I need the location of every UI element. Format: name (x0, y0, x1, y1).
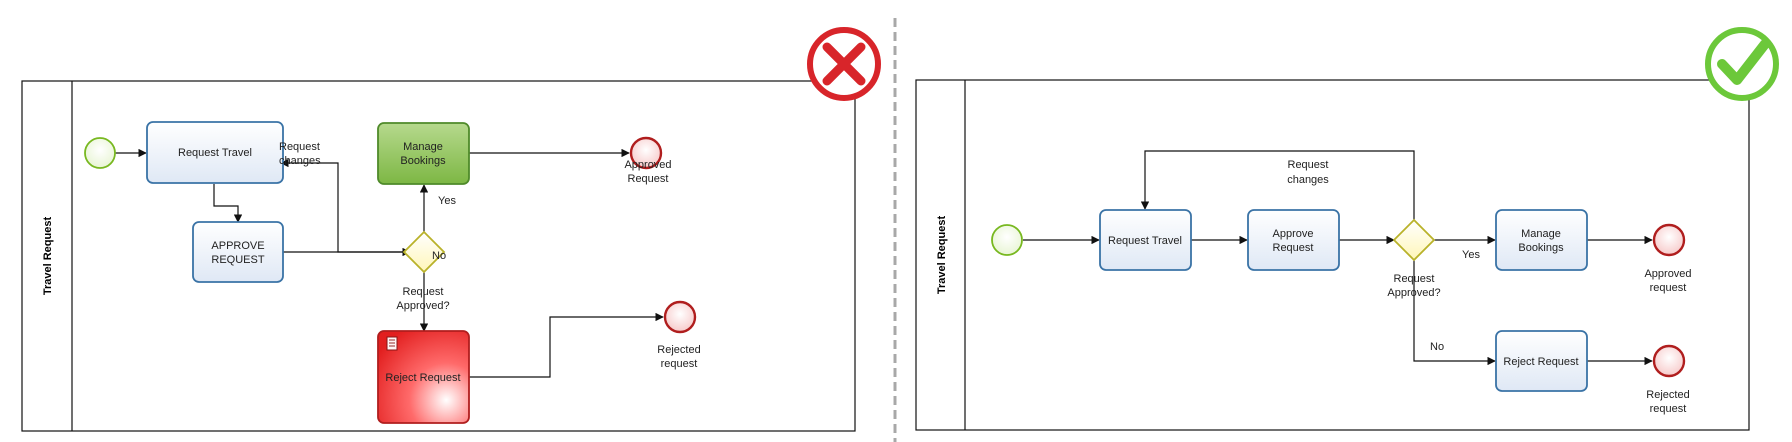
right-label-request-changes-2: changes (1287, 174, 1329, 186)
right-label-gateway-1: Request (1394, 273, 1435, 285)
left-label-request-changes-1: Request (279, 141, 320, 153)
right-label-approved-2: request (1650, 282, 1687, 294)
left-label-yes: Yes (438, 195, 456, 207)
right-end-rejected[interactable] (1652, 344, 1686, 378)
right-lane-label: Travel Request (936, 216, 948, 295)
left-label-no: No (432, 250, 446, 262)
right-label-rejected-1: Rejected (1646, 389, 1689, 401)
left-task-reject-request[interactable] (377, 330, 470, 424)
right-start-event[interactable] (991, 224, 1023, 256)
right-task-manage-label-2: Bookings (1518, 242, 1564, 254)
left-label-gateway-2: Approved? (396, 300, 449, 312)
right-label-request-changes-1: Request (1288, 159, 1329, 171)
right-end-approved[interactable] (1652, 223, 1686, 257)
right-label-gateway-2: Approved? (1387, 287, 1440, 299)
right-task-approve-label-2: Request (1273, 242, 1314, 254)
left-lane-label: Travel Request (42, 217, 54, 296)
left-task-request-travel[interactable] (146, 121, 284, 184)
right-task-manage-bookings[interactable] (1495, 209, 1588, 271)
right-diagram: Travel Request Request Travel Approve Re… (915, 27, 1779, 431)
left-task-manage-label-1: Manage (403, 141, 443, 153)
right-label-no: No (1430, 341, 1444, 353)
left-label-rejected-2: request (661, 358, 698, 370)
left-task-reject-label: Reject Request (385, 372, 460, 384)
left-task-manage-bookings[interactable] (377, 122, 470, 185)
left-task-approve-label-2: REQUEST (211, 254, 264, 266)
left-gateway[interactable] (402, 230, 446, 274)
left-label-request-changes-2: changes (279, 155, 321, 167)
right-label-rejected-2: request (1650, 403, 1687, 415)
right-task-manage-label-1: Manage (1521, 228, 1561, 240)
left-task-approve-label-1: APPROVE (211, 240, 264, 252)
right-task-request-travel[interactable] (1099, 209, 1192, 271)
right-gateway[interactable] (1392, 218, 1436, 262)
right-task-request-travel-label: Request Travel (1108, 235, 1182, 247)
right-task-reject-label: Reject Request (1503, 356, 1578, 368)
right-task-approve-request[interactable] (1247, 209, 1340, 271)
right-task-approve-label-1: Approve (1273, 228, 1314, 240)
script-task-icon (386, 336, 398, 351)
left-diagram: Travel Request Request Travel APPROVE RE… (21, 27, 881, 432)
left-label-gateway-1: Request (403, 286, 444, 298)
left-task-request-travel-label: Request Travel (178, 147, 252, 159)
left-label-rejected-1: Rejected (657, 344, 700, 356)
left-start-event[interactable] (84, 137, 116, 169)
left-label-approved-2: Request (628, 173, 669, 185)
right-task-reject-request[interactable] (1495, 330, 1588, 392)
left-label-approved-1: Approved (624, 159, 671, 171)
cross-mark-icon (807, 27, 881, 101)
check-mark-icon (1705, 27, 1779, 101)
right-label-yes: Yes (1462, 249, 1480, 261)
left-task-manage-label-2: Bookings (400, 155, 446, 167)
left-task-approve-request[interactable] (192, 221, 284, 283)
left-end-approved[interactable] (629, 136, 663, 170)
left-end-rejected[interactable] (663, 300, 697, 334)
right-label-approved-1: Approved (1644, 268, 1691, 280)
